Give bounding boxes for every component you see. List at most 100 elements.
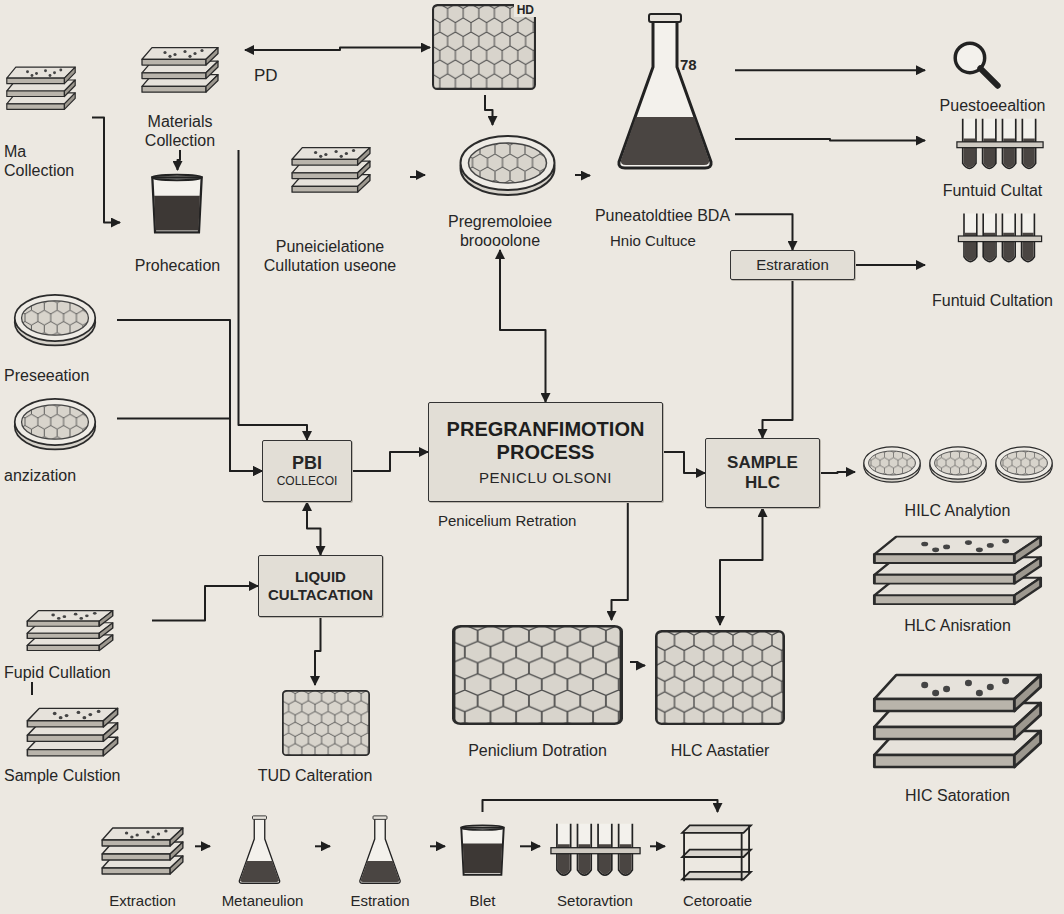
flow-arrow (630, 662, 645, 666)
plate-stack-icon (27, 708, 117, 756)
callout-number: 78 (680, 56, 697, 74)
flow-arrow (735, 139, 925, 141)
flow-arrow (735, 69, 925, 71)
culture-plate-node: Ma Collection (2, 55, 92, 180)
node-label: Fupid Cullation (4, 663, 111, 682)
petri-dish-node: anzization (2, 390, 117, 485)
test-tube-node: Funtuid Cultat (925, 115, 1060, 200)
node-label: Puestoeealtion (940, 96, 1046, 115)
plate-stack-icon (7, 67, 75, 109)
flow-arrow (410, 175, 425, 177)
node-label: Puneatoldtiee BDA (595, 206, 730, 225)
process-box: Estraration (730, 250, 855, 280)
node-label: TUD Calteration (258, 766, 373, 785)
plate-stack-icon (142, 48, 218, 92)
node-label: Ma Collection (4, 142, 90, 180)
node-label: SAMPLE HLC (712, 453, 813, 492)
culture-plate-node: HLC Anisration (855, 520, 1060, 635)
plate-stack-icon (102, 828, 183, 874)
flask-icon (619, 14, 711, 168)
petri-dish-icon (996, 447, 1052, 482)
node-label: HLC Anisration (904, 616, 1011, 635)
flow-arrow (575, 174, 590, 177)
flow-arrow (520, 845, 540, 847)
hex-culture-node: Peniclium Dotration (445, 620, 630, 760)
process-box: SAMPLE HLC (705, 438, 820, 508)
node-label: HILC Analytion (905, 501, 1011, 520)
beaker-node: Prohecation (120, 170, 235, 275)
node-label: Extraction (109, 892, 176, 910)
flow-arrow (31, 682, 33, 695)
petri-dish-icon (930, 447, 986, 482)
flow-arrow (500, 250, 546, 402)
hex-culture-node: TUD Calteration (240, 685, 390, 785)
petri-dish-icon (15, 295, 96, 346)
plate-stack-icon (874, 537, 1040, 604)
flow-arrow (307, 502, 321, 555)
flow-arrow (855, 264, 925, 266)
node-label: Cetoroatie (683, 892, 752, 910)
node-label: PBI (292, 454, 322, 474)
hex-culture-node: HLC Aastatier (645, 625, 795, 760)
node-label: Setoravtion (557, 892, 633, 910)
step-node: Cetoroatie (665, 812, 770, 910)
flow-arrow (245, 48, 430, 51)
flow-arrow (117, 320, 262, 471)
hex-culture-box (656, 631, 783, 724)
flow-arrow (720, 508, 763, 625)
plate-stack-icon (874, 675, 1040, 767)
node-label: HIC Satoration (905, 786, 1010, 805)
node-label: PREGRANFIMOTION PROCESS (435, 418, 656, 464)
culture-plate-node: HIC Satoration (855, 650, 1060, 805)
node-label: Estraration (756, 256, 829, 273)
test-tube-icon (551, 824, 640, 875)
flow-arrow (663, 452, 705, 473)
flask-icon (360, 816, 400, 883)
node-label: Metaneulion (222, 892, 304, 910)
node-subtitle: PENICLU OLSONI (479, 469, 612, 486)
culture-plate-node: Materials Collection (115, 35, 245, 150)
culture-plate-node: Puneicielatione Cullutation useone (250, 135, 410, 275)
node-label: Funtuid Cultat (943, 181, 1043, 200)
node-label: Preseeation (4, 366, 89, 385)
rack-icon (682, 825, 751, 881)
flow-arrow (152, 586, 258, 621)
process-box: PBICOLLECOI (262, 440, 352, 502)
culture-plate-node: Fupid Cullation (2, 600, 152, 682)
flow-arrow (763, 280, 793, 438)
beaker-icon (152, 175, 201, 233)
flow-arrow (430, 845, 445, 847)
test-tube-node: Funtuid Cultation (925, 210, 1060, 310)
flow-arrow (612, 502, 628, 620)
step-node: Metaneulion (210, 812, 315, 910)
flow-arrow (178, 150, 181, 170)
node-label: HD (514, 3, 537, 17)
step-node: Blet (445, 812, 520, 910)
plate-stack-icon (27, 611, 113, 651)
flow-arrow (483, 800, 718, 812)
node-label: Peniclium Dotration (468, 741, 607, 760)
flask-icon (239, 816, 279, 883)
magnifier-node: Puestoeealtion (925, 35, 1060, 115)
hex-culture-node: HD (430, 0, 540, 95)
annotation-label: Penicelium Retration (438, 512, 576, 530)
petri-dish-icon (15, 399, 96, 450)
annotation-label: PD (254, 66, 278, 86)
plate-stack-icon (292, 148, 370, 192)
test-tube-icon (958, 214, 1041, 262)
node-label: Blet (470, 892, 496, 910)
node-subtitle: COLLECOI (277, 474, 338, 488)
node-label: Estration (350, 892, 409, 910)
node-label: Prohecation (135, 256, 220, 275)
petri-dish-node: HILC Analytion (855, 440, 1060, 520)
flow-arrow (650, 845, 665, 847)
node-label: anzization (4, 466, 76, 485)
magnifier-icon (955, 43, 997, 85)
step-node: Extraction (90, 812, 195, 910)
flow-arrow (352, 452, 428, 471)
flow-arrow (735, 214, 793, 250)
petri-dish-node: Preseeation (2, 285, 117, 385)
node-label: HLC Aastatier (671, 741, 770, 760)
beaker-icon (461, 825, 503, 875)
